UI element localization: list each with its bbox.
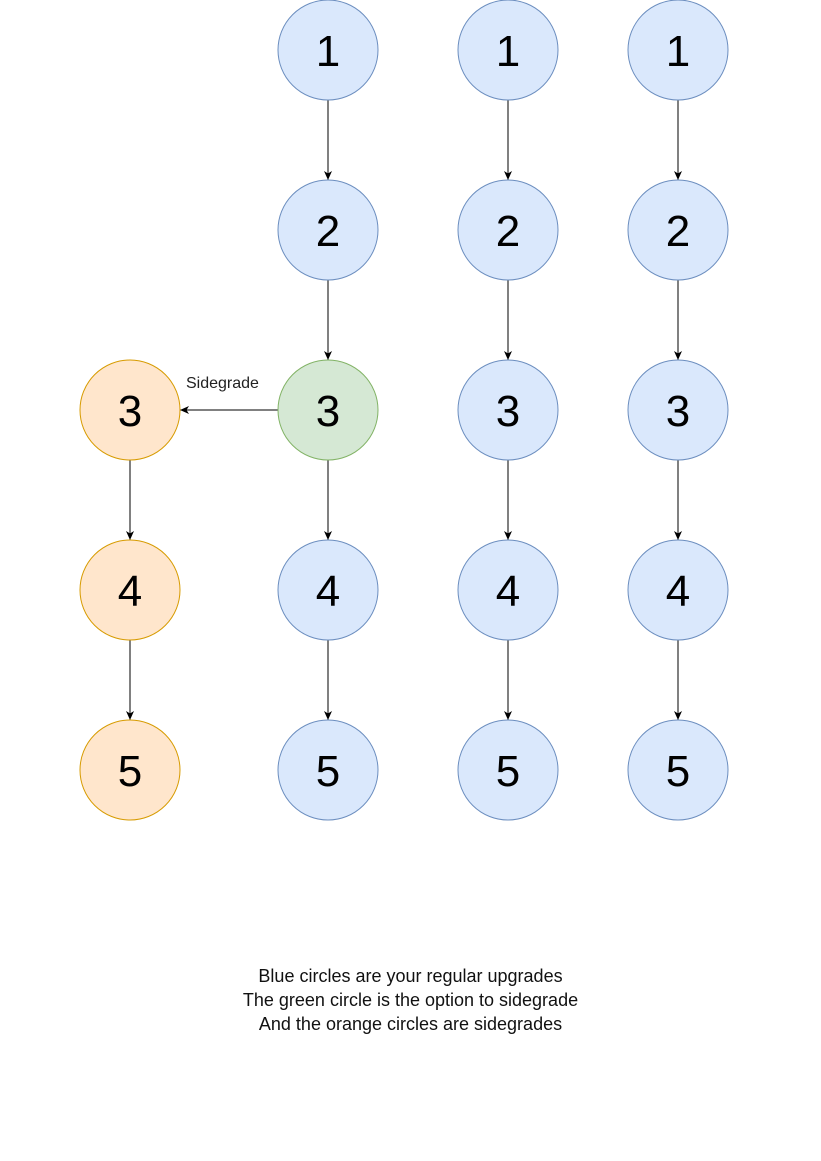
node-path-a-3: 3 <box>277 359 379 461</box>
node-path-a-2: 2 <box>277 179 379 281</box>
blue-circle <box>457 179 559 281</box>
node-sidegrade-3: 3 <box>79 359 181 461</box>
node-label: 1 <box>316 27 340 76</box>
node-label: 5 <box>118 747 142 796</box>
node-label: 4 <box>118 567 142 616</box>
node-label: 5 <box>666 747 690 796</box>
legend-caption: Blue circles are your regular upgrades T… <box>0 964 821 1036</box>
node-label: 3 <box>118 387 142 436</box>
blue-circle <box>277 539 379 641</box>
green-circle <box>277 359 379 461</box>
node-path-b-1: 1 <box>457 0 559 101</box>
blue-circle <box>457 539 559 641</box>
caption-line-orange: And the orange circles are sidegrades <box>258 1014 563 1034</box>
node-path-b-2: 2 <box>457 179 559 281</box>
node-path-b-5: 5 <box>457 719 559 821</box>
node-path-a-4: 4 <box>277 539 379 641</box>
node-label: 1 <box>666 27 690 76</box>
blue-circle <box>277 0 379 101</box>
node-path-c-1: 1 <box>627 0 729 101</box>
node-label: 3 <box>666 387 690 436</box>
blue-circle <box>457 0 559 101</box>
node-sidegrade-4: 4 <box>79 539 181 641</box>
blue-circle <box>277 179 379 281</box>
node-sidegrade-5: 5 <box>79 719 181 821</box>
node-path-a-5: 5 <box>277 719 379 821</box>
blue-circle <box>277 719 379 821</box>
caption-line-green: The green circle is the option to sidegr… <box>242 990 579 1010</box>
node-label: 3 <box>496 387 520 436</box>
node-label: 2 <box>666 207 690 256</box>
orange-circle <box>79 539 181 641</box>
blue-circle <box>627 539 729 641</box>
node-path-c-2: 2 <box>627 179 729 281</box>
node-label: 4 <box>666 567 690 616</box>
blue-circle <box>457 719 559 821</box>
caption-line-blue: Blue circles are your regular upgrades <box>258 966 563 986</box>
node-path-c-5: 5 <box>627 719 729 821</box>
node-label: 3 <box>316 387 340 436</box>
node-path-b-4: 4 <box>457 539 559 641</box>
node-path-a-1: 1 <box>277 0 379 101</box>
node-label: 1 <box>496 27 520 76</box>
node-label: 5 <box>316 747 340 796</box>
node-path-c-4: 4 <box>627 539 729 641</box>
node-label: 2 <box>316 207 340 256</box>
orange-circle <box>79 719 181 821</box>
blue-circle <box>457 359 559 461</box>
blue-circle <box>627 0 729 101</box>
node-path-b-3: 3 <box>457 359 559 461</box>
node-label: 4 <box>316 567 340 616</box>
node-label: 5 <box>496 747 520 796</box>
sidegrade-edge-label: Sidegrade <box>186 375 259 392</box>
orange-circle <box>79 359 181 461</box>
blue-circle <box>627 359 729 461</box>
node-path-c-3: 3 <box>627 359 729 461</box>
blue-circle <box>627 179 729 281</box>
node-label: 2 <box>496 207 520 256</box>
node-label: 4 <box>496 567 520 616</box>
blue-circle <box>627 719 729 821</box>
